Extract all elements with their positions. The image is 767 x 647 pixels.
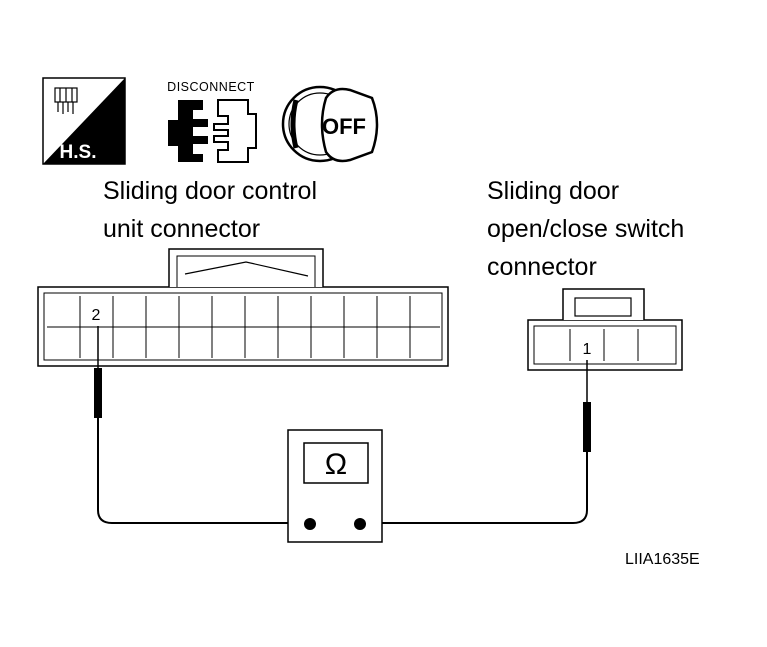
meter-terminal-right	[354, 518, 366, 530]
right-connector: 1	[527, 288, 683, 371]
disconnect-icon: DISCONNECT	[167, 80, 257, 163]
meter-terminal-left	[304, 518, 316, 530]
ohmmeter: Ω	[287, 429, 383, 543]
right-probe	[583, 360, 591, 452]
left-probe	[94, 326, 102, 418]
harness-side-icon: H.S.	[42, 77, 126, 165]
left-connector-label: Sliding door control unit connector	[103, 172, 317, 248]
left-connector-label-line2: unit connector	[103, 215, 261, 243]
right-connector-label: Sliding door open/close switch connector	[487, 172, 684, 286]
left-test-lead	[97, 418, 310, 524]
ohm-symbol: Ω	[325, 448, 347, 481]
left-connector: 2	[37, 248, 449, 367]
figure-code: LIIA1635E	[625, 551, 700, 568]
harness-side-text: H.S.	[60, 142, 97, 163]
ignition-off-text: OFF	[322, 114, 366, 139]
right-connector-label-line2: open/close switch	[487, 215, 685, 243]
right-connector-pin-number: 1	[583, 341, 592, 358]
right-connector-label-line3: connector	[487, 253, 597, 281]
disconnect-text: DISCONNECT	[167, 80, 255, 94]
left-connector-pin-number: 2	[92, 307, 101, 324]
left-connector-label-line1: Sliding door control	[103, 177, 318, 205]
right-test-lead	[360, 452, 588, 524]
ignition-off-icon: OFF	[281, 85, 379, 163]
right-connector-label-line1: Sliding door	[487, 177, 620, 205]
